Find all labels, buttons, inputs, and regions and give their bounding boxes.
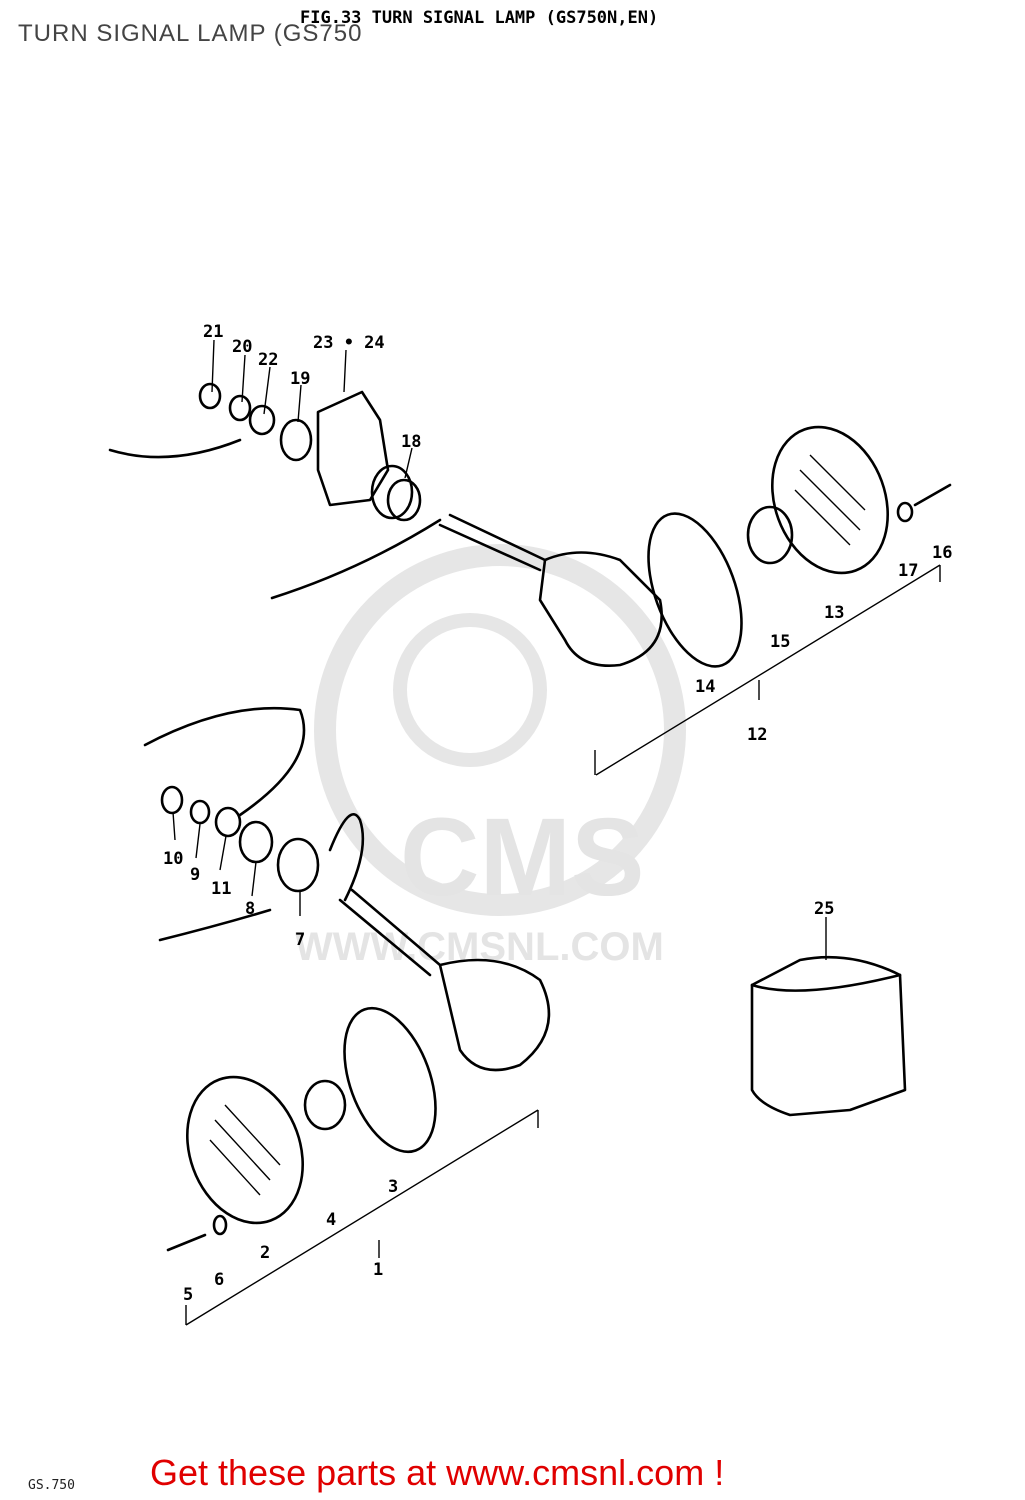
callout-17: 17	[898, 561, 918, 581]
callout-16: 16	[932, 543, 952, 563]
callout-8: 8	[245, 899, 255, 919]
callout-22: 22	[258, 350, 278, 370]
callout-13: 13	[824, 603, 844, 623]
callout-19: 19	[290, 369, 310, 389]
callout-20: 20	[232, 337, 252, 357]
callout-9: 9	[190, 865, 200, 885]
leader-lines	[172, 339, 941, 1326]
watermark-logo-text: CMS	[400, 796, 644, 919]
callout-15: 15	[770, 632, 790, 652]
model-code: GS.750	[28, 1478, 75, 1493]
upper-lamp	[438, 425, 952, 668]
callout-21: 21	[203, 322, 223, 342]
watermark-logo: CMS WWW.CMSNL.COM	[295, 544, 686, 969]
figure-title: FIG.33 TURN SIGNAL LAMP (GS750N,EN)	[300, 8, 659, 28]
callout-18: 18	[401, 432, 421, 452]
callout-4: 4	[326, 1210, 336, 1230]
lower-mount-hardware	[143, 706, 365, 942]
page-title: TURN SIGNAL LAMP (GS750	[18, 20, 363, 47]
watermark-url: WWW.CMSNL.COM	[295, 925, 664, 969]
upper-mount-hardware	[108, 382, 442, 600]
callout-12: 12	[747, 725, 767, 745]
callout-numbers: 21 20 22 19 23 • 24 18 16 17 13 15 14 12…	[163, 322, 952, 1305]
callout-2: 2	[260, 1243, 270, 1263]
callout-6: 6	[214, 1270, 224, 1290]
callout-14: 14	[695, 677, 715, 697]
callout-7: 7	[295, 930, 305, 950]
callout-25: 25	[814, 899, 834, 919]
callout-23-24: 23 • 24	[313, 333, 385, 353]
relay-box	[750, 955, 907, 1117]
parts-link-banner[interactable]: Get these parts at www.cmsnl.com !	[150, 1452, 725, 1493]
callout-11: 11	[211, 879, 231, 899]
lower-lamp	[166, 888, 551, 1252]
callout-3: 3	[388, 1177, 398, 1197]
callout-10: 10	[163, 849, 183, 869]
callout-5: 5	[183, 1285, 193, 1305]
callout-1: 1	[373, 1260, 383, 1280]
